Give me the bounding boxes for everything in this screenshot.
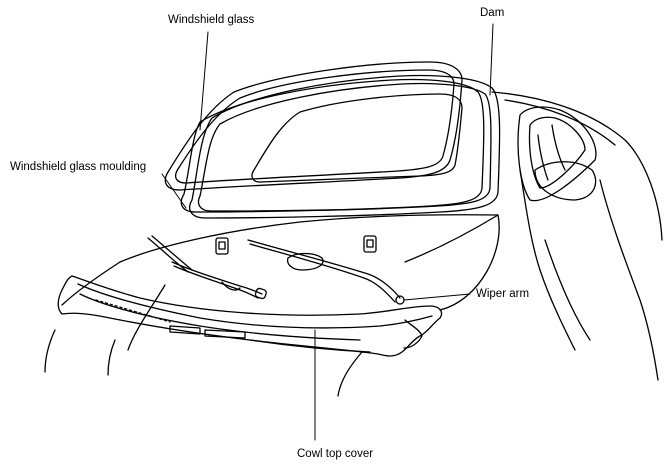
label-windshield-glass-moulding: Windshield glass moulding — [10, 161, 147, 173]
cowl-top-cover-part — [57, 275, 443, 357]
glass-opening-inner — [251, 93, 463, 183]
leader-moulding — [161, 173, 187, 209]
label-cowl-top-cover: Cowl top cover — [297, 448, 374, 460]
side-mirror — [517, 106, 597, 202]
label-dam: Dam — [480, 7, 505, 19]
moulding-ring — [180, 78, 485, 213]
dam-seal-inner — [197, 82, 492, 212]
windshield-glass-part — [164, 61, 463, 191]
label-windshield-glass: Windshield glass — [168, 14, 255, 26]
cowl-clips — [215, 235, 377, 255]
leader-dam — [489, 23, 494, 96]
label-wiper-arm: Wiper arm — [476, 288, 530, 300]
wiper-arm-left — [147, 235, 267, 300]
wiper-arm-right — [247, 239, 405, 305]
leader-lines — [161, 23, 494, 441]
dam-seal — [189, 74, 501, 219]
leader-windshield-glass — [199, 31, 209, 131]
leader-wiper-arm — [403, 293, 471, 301]
car-body-outline — [44, 91, 663, 397]
